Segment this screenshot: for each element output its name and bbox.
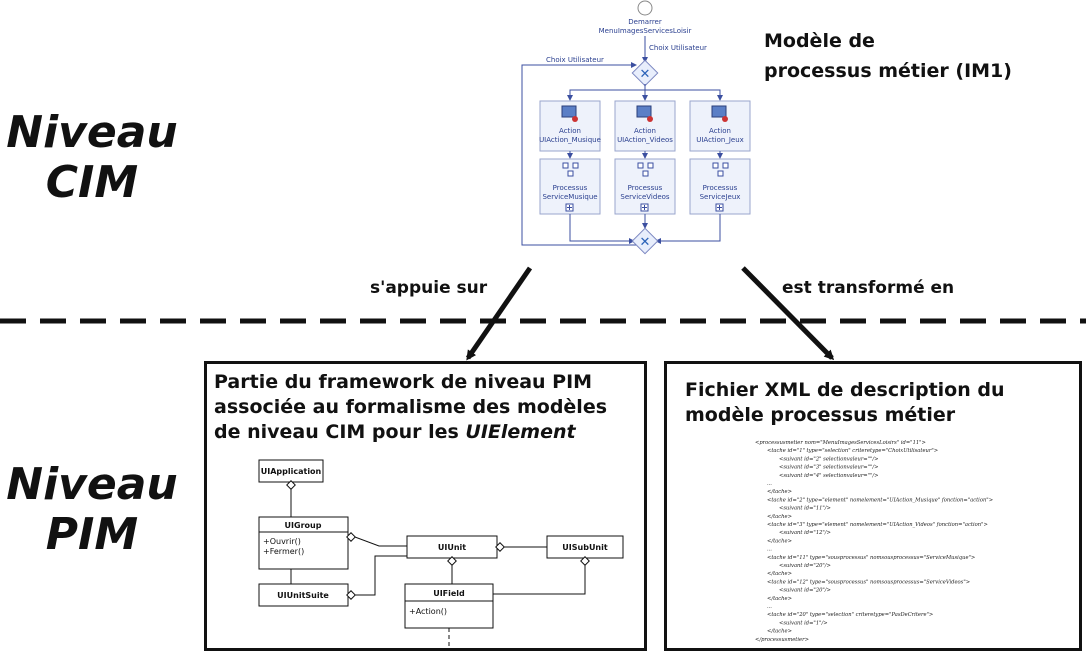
arrow-label-appuie: s'appuie sur bbox=[370, 278, 488, 298]
xml-code-listing: <processusmetier nom="MenuImagesServices… bbox=[755, 440, 993, 643]
uielement-term: UIElement bbox=[465, 421, 576, 443]
process-box-musique: Processus ServiceMusique bbox=[539, 158, 601, 215]
xml-line: <tache id="20" type="selection" criteret… bbox=[767, 612, 933, 618]
level-cim-word2: CIM bbox=[45, 157, 139, 208]
xml-line: </tache> bbox=[767, 571, 792, 577]
xml-line: <processusmetier nom="MenuImagesServices… bbox=[755, 440, 926, 446]
uml-class-uigroup: UIGroup +Ouvrir() +Fermer() bbox=[258, 516, 349, 570]
uml-class-uiapplication: UIApplication bbox=[258, 459, 324, 483]
svg-text:+Fermer(): +Fermer() bbox=[263, 547, 304, 556]
xml-line: ... bbox=[767, 481, 772, 487]
xml-line: <suivant id="1"/> bbox=[779, 620, 828, 626]
start-event-circle bbox=[637, 0, 653, 16]
svg-text:Action: Action bbox=[634, 127, 656, 135]
level-cim-label: Niveau CIM bbox=[0, 108, 192, 208]
svg-text:✕: ✕ bbox=[640, 235, 651, 250]
xml-line: <suivant id="11"/> bbox=[779, 506, 831, 512]
process-model-title-line2: processus métier (IM1) bbox=[764, 60, 1012, 82]
choix-left-label: Choix Utilisateur bbox=[546, 56, 604, 64]
svg-text:Processus: Processus bbox=[553, 184, 588, 192]
uml-class-uifield: UIField +Action() bbox=[404, 583, 494, 629]
level-cim-word1: Niveau bbox=[6, 107, 178, 158]
arrow-appuie bbox=[465, 266, 533, 361]
start-label-line2: MenuImagesServicesLoisir bbox=[599, 27, 692, 35]
xml-line: </tache> bbox=[767, 538, 792, 544]
choix-right-label: Choix Utilisateur bbox=[649, 44, 707, 52]
xml-line: <tache id="11" type="sousprocessus" noms… bbox=[767, 555, 975, 561]
action-box-videos: Action UIAction_Videos bbox=[614, 100, 676, 152]
svg-text:UIApplication: UIApplication bbox=[261, 467, 322, 476]
xml-description-title: Fichier XML de description du modèle pro… bbox=[685, 379, 1005, 426]
uml-class-diagram: UIApplication UIGroup +Ouvrir() +Fermer(… bbox=[258, 459, 624, 648]
svg-text:ServiceMusique: ServiceMusique bbox=[542, 193, 597, 201]
xml-line: </tache> bbox=[767, 596, 792, 602]
svg-text:UIAction_Videos: UIAction_Videos bbox=[617, 136, 673, 144]
svg-text:Processus: Processus bbox=[703, 184, 738, 192]
xml-line: <suivant id="20"/> bbox=[779, 563, 831, 569]
svg-text:✕: ✕ bbox=[640, 67, 651, 82]
svg-text:UIUnitSuite: UIUnitSuite bbox=[277, 591, 329, 600]
svg-text:Action: Action bbox=[559, 127, 581, 135]
process-box-videos: Processus ServiceVideos bbox=[614, 158, 676, 215]
xml-line: <tache id="3" type="element" nomelement=… bbox=[767, 522, 988, 528]
bottom-gateway-icon: ✕ bbox=[631, 227, 659, 255]
svg-text:UISubUnit: UISubUnit bbox=[562, 543, 608, 552]
svg-text:+Action(): +Action() bbox=[409, 607, 447, 616]
arrow-transforme bbox=[741, 266, 835, 361]
xml-description-box: Fichier XML de description du modèle pro… bbox=[664, 361, 1082, 651]
xml-line: <tache id="1" type="selection" criterety… bbox=[767, 448, 938, 454]
level-pim-word1: Niveau bbox=[6, 459, 178, 510]
start-label-line1: Demarrer bbox=[628, 18, 662, 26]
action-box-musique: Action UIAction_Musique bbox=[539, 100, 601, 152]
action-box-jeux: Action UIAction_Jeux bbox=[689, 100, 751, 152]
xml-line: <suivant id="3" selectionvaleur=""/> bbox=[779, 465, 879, 471]
svg-text:+Ouvrir(): +Ouvrir() bbox=[263, 537, 301, 546]
svg-text:UIField: UIField bbox=[433, 589, 465, 598]
svg-text:UIGroup: UIGroup bbox=[285, 521, 322, 530]
level-pim-label: Niveau PIM bbox=[0, 460, 192, 560]
uml-class-uiunitsuite: UIUnitSuite bbox=[258, 583, 349, 607]
process-model-title-line1: Modèle de bbox=[764, 30, 875, 52]
process-model-title: Modèle de processus métier (IM1) bbox=[764, 26, 1012, 86]
xml-line: </processusmetier> bbox=[755, 637, 809, 643]
pim-framework-box: Partie du framework de niveau PIM associ… bbox=[204, 361, 647, 651]
svg-text:UIUnit: UIUnit bbox=[438, 543, 466, 552]
uml-class-uiunit: UIUnit bbox=[406, 535, 498, 559]
level-pim-word2: PIM bbox=[45, 509, 139, 560]
xml-line: <tache id="12" type="sousprocessus" noms… bbox=[767, 579, 970, 585]
svg-text:ServiceVideos: ServiceVideos bbox=[620, 193, 669, 201]
svg-text:ServiceJeux: ServiceJeux bbox=[700, 193, 741, 201]
process-box-jeux: Processus ServiceJeux bbox=[689, 158, 751, 215]
xml-line: <suivant id="20"/> bbox=[779, 588, 831, 594]
svg-text:Action: Action bbox=[709, 127, 731, 135]
xml-line: <suivant id="4" selectionvaleur=""/> bbox=[779, 473, 879, 479]
svg-text:Processus: Processus bbox=[628, 184, 663, 192]
xml-line: <tache id="2" type="element" nomelement=… bbox=[767, 497, 993, 503]
svg-text:UIAction_Musique: UIAction_Musique bbox=[539, 136, 601, 144]
uml-class-uisubunit: UISubUnit bbox=[546, 535, 624, 559]
xml-line: </tache> bbox=[767, 489, 792, 495]
top-gateway-icon: ✕ bbox=[631, 59, 659, 87]
xml-line: <suivant id="12"/> bbox=[779, 530, 831, 536]
xml-line: </tache> bbox=[767, 514, 792, 520]
xml-line: <suivant id="2" selectionvaleur=""/> bbox=[779, 456, 879, 462]
xml-line: ... bbox=[767, 547, 772, 553]
xml-line: ... bbox=[767, 604, 772, 610]
pim-framework-title: Partie du framework de niveau PIM associ… bbox=[214, 371, 608, 443]
xml-line: </tache> bbox=[767, 629, 792, 635]
arrow-label-transforme: est transformé en bbox=[782, 278, 955, 298]
svg-text:UIAction_Jeux: UIAction_Jeux bbox=[696, 136, 744, 144]
